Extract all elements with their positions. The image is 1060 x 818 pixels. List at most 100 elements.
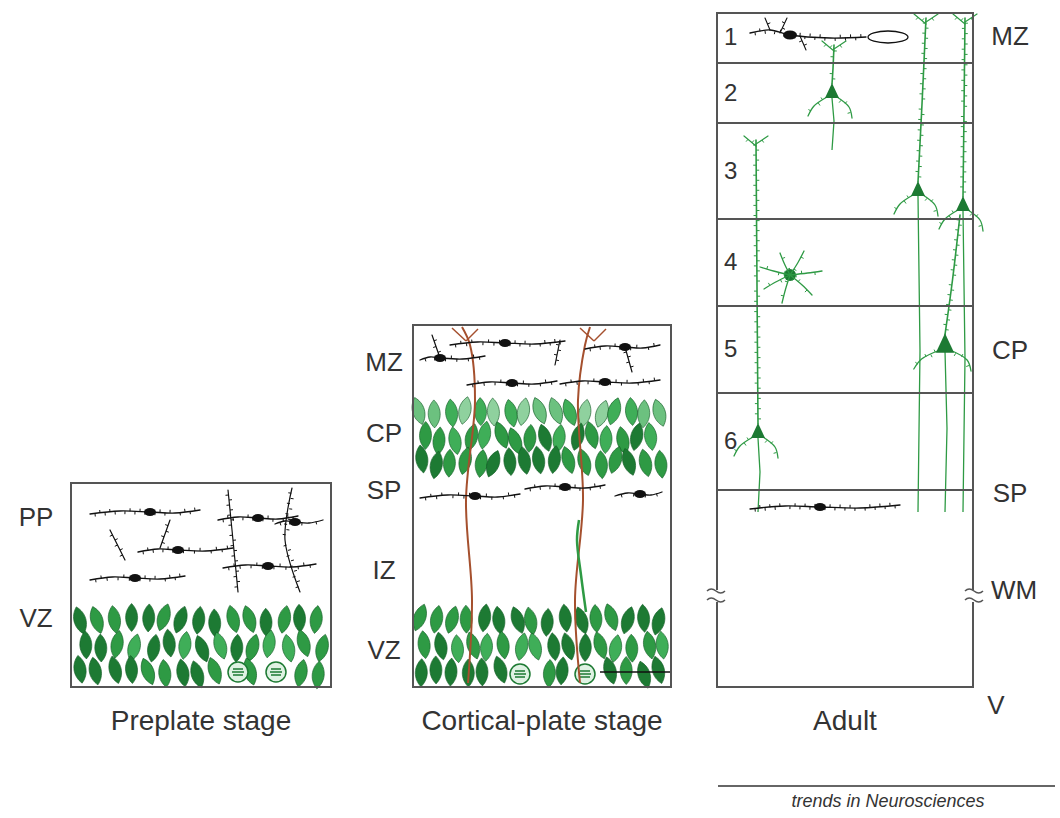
- progenitor-cell: [601, 655, 620, 685]
- break-mark: [707, 589, 725, 602]
- dendritic-spines: [830, 51, 837, 79]
- neuron-soma: [814, 503, 826, 511]
- layer-number: 6: [724, 428, 737, 454]
- progenitor-cell: [415, 659, 428, 687]
- progenitor-cell: [495, 630, 510, 659]
- progenitor-cell: [243, 633, 262, 663]
- progenitor-cell: [530, 445, 546, 475]
- chromosomes: [232, 669, 244, 675]
- neuron-soma: [783, 31, 797, 40]
- neurite: [950, 350, 971, 371]
- neurite: [968, 210, 983, 231]
- neurite: [945, 215, 960, 335]
- zone-label: VZ: [19, 604, 52, 633]
- neuron-soma: [262, 562, 274, 570]
- dendritic-spines: [755, 29, 861, 41]
- progenitor-cell: [456, 396, 473, 426]
- progenitor-cell: [579, 633, 592, 661]
- progenitor-cell: [654, 450, 669, 479]
- layer-number: 4: [724, 249, 737, 275]
- dendritic-spines: [794, 257, 804, 271]
- progenitor-cell: [620, 656, 632, 684]
- progenitor-cell: [70, 605, 89, 635]
- dendritic-spines: [824, 44, 832, 47]
- progenitor-cell: [230, 634, 244, 663]
- progenitor-cell: [513, 632, 530, 662]
- source-rule: [718, 785, 1055, 787]
- progenitor-cell: [619, 447, 639, 477]
- progenitor-cell: [649, 606, 667, 636]
- zone-label: WM: [991, 576, 1037, 605]
- progenitor-cell: [582, 420, 601, 450]
- progenitor-cell: [419, 421, 431, 449]
- progenitor-cell: [491, 654, 510, 684]
- dendritic-spines: [753, 145, 761, 419]
- layer-number: 1: [724, 24, 737, 50]
- dendritic-spines: [960, 23, 968, 192]
- neurite: [790, 275, 812, 295]
- progenitor-cell: [463, 630, 482, 660]
- progenitor-cell: [643, 422, 659, 451]
- dendritic-spines: [426, 492, 515, 500]
- dendritic-spines: [110, 535, 123, 556]
- progenitor-cell: [79, 631, 92, 659]
- stage-panel: Cortical-plate stage: [412, 324, 672, 688]
- neuron-soma: [252, 514, 264, 522]
- progenitor-cell: [280, 633, 297, 663]
- caption-holder: Cortical-plate stage: [414, 698, 670, 744]
- progenitor-cell: [188, 659, 208, 689]
- neurite: [432, 335, 440, 358]
- progenitor-cell: [157, 659, 172, 688]
- neuron-soma: [559, 483, 571, 491]
- progenitor-cell: [430, 656, 442, 684]
- dendritic-spines: [530, 484, 600, 492]
- stage-caption: Adult: [813, 705, 877, 736]
- glial-endfoot: [452, 328, 466, 341]
- progenitor-cell: [594, 450, 608, 479]
- progenitor-cell: [491, 606, 507, 635]
- progenitor-cell: [126, 603, 138, 631]
- progenitor-cell: [170, 605, 190, 635]
- progenitor-cell: [516, 446, 533, 476]
- dendritic-spines: [916, 23, 929, 177]
- progenitor-cell: [125, 655, 139, 684]
- caption-holder: Preplate stage: [72, 698, 330, 744]
- dendritic-spines: [781, 281, 788, 296]
- progenitor-cell: [87, 656, 104, 686]
- progenitor-cell: [476, 658, 489, 686]
- progenitor-cell: [208, 609, 221, 637]
- dendritic-spines: [767, 266, 785, 275]
- dendritic-spines: [925, 198, 936, 211]
- progenitor-cell: [308, 605, 323, 634]
- progenitor-cell: [125, 633, 144, 663]
- progenitor-cell: [515, 397, 532, 427]
- cortical-layer-band: 3: [718, 124, 972, 220]
- neuron-soma: [499, 339, 511, 347]
- progenitor-cell: [655, 631, 670, 660]
- stage-caption: Cortical-plate stage: [421, 705, 662, 736]
- progenitor-cell: [444, 658, 457, 687]
- progenitor-cell: [601, 602, 621, 632]
- neurite: [760, 267, 790, 275]
- progenitor-cell: [443, 449, 456, 477]
- progenitor-cell: [145, 633, 162, 663]
- neurite: [837, 97, 852, 118]
- neurite: [790, 271, 822, 275]
- layer-number: 5: [724, 336, 737, 362]
- break-wave: [707, 598, 725, 602]
- dendritic-spines: [96, 574, 180, 583]
- layer-number: 3: [724, 158, 737, 184]
- dendritic-spines: [554, 344, 561, 360]
- pyramidal-soma: [911, 181, 925, 196]
- cortical-layer-band: 5: [718, 307, 972, 394]
- progenitor-cell: [624, 397, 638, 426]
- neurite: [765, 18, 770, 30]
- progenitor-cell: [555, 656, 569, 685]
- cortical-plate-illustration: [409, 327, 672, 690]
- neurite: [963, 18, 965, 197]
- progenitor-cell: [417, 630, 432, 659]
- dendritic-spines: [768, 23, 771, 24]
- stage-caption: Preplate stage: [111, 705, 292, 736]
- neurite: [160, 520, 170, 548]
